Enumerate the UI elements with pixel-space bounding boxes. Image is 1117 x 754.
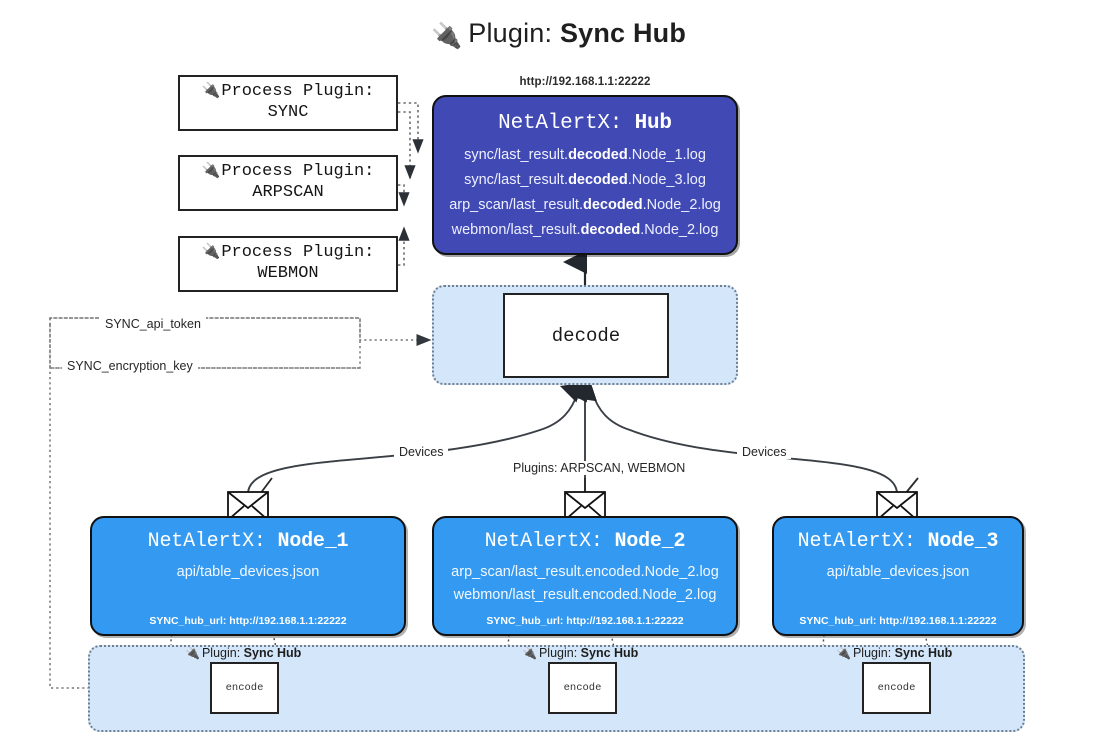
hub-url-label: http://192.168.1.1:22222 (519, 76, 651, 88)
wire-node3-to-decode (573, 381, 898, 495)
encoder-2-plugin-label: 🔌Plugin: Sync Hub (522, 646, 638, 660)
hub-log-post: .Node_2.log (642, 196, 721, 213)
node-2-lines: arp_scan/last_result.encoded.Node_2.log … (434, 561, 736, 607)
node-1-footer: SYNC_hub_url: http://192.168.1.1:22222 (149, 615, 347, 627)
encoder-1-plugin-label: 🔌Plugin: Sync Hub (185, 646, 301, 660)
hub-log-mid: decoded (568, 147, 628, 163)
process-plugin-arpscan[interactable]: 🔌Process Plugin: ARPSCAN (178, 155, 398, 211)
secret-label-encryption-key: SYNC_encryption_key (62, 359, 198, 373)
encoder-1-plugin-name: Sync Hub (243, 646, 302, 660)
encoder-3-plugin-prefix: Plugin: (852, 646, 892, 660)
node-2[interactable]: NetAlertX: Node_2 arp_scan/last_result.e… (432, 516, 738, 636)
encode-box-node2[interactable]: encode (548, 662, 617, 714)
hub-log-mid: decoded (580, 221, 641, 238)
node-1-title-prefix: NetAlertX: (147, 530, 266, 553)
plug-icon: 🔌 (185, 646, 200, 660)
node-2-title-prefix: NetAlertX: (484, 530, 603, 553)
node-3-footer: SYNC_hub_url: http://192.168.1.1:22222 (799, 615, 997, 627)
node-2-title-name: Node_2 (614, 530, 686, 553)
hub-title-name: Hub (634, 112, 672, 135)
encoder-3-plugin-name: Sync Hub (894, 646, 953, 660)
encoder-3-plugin-label: 🔌Plugin: Sync Hub (836, 646, 952, 660)
wire-secrets-box (49, 317, 361, 369)
process-plugin-webmon-name: WEBMON (257, 264, 319, 283)
wire-arpscan-to-log3 (398, 184, 410, 207)
wire-webmon-to-log4 (398, 226, 410, 266)
encode-box-node1[interactable]: encode (210, 662, 279, 714)
hub-log-row: webmon/last_result.decoded.Node_2.log (434, 218, 736, 243)
plug-icon: 🔌 (201, 162, 221, 180)
secret-label-api-token: SYNC_api_token (100, 317, 206, 331)
hub-log-pre: arp_scan/last_result. (449, 196, 583, 213)
hub-log-row: arp_scan/last_result.decoded.Node_2.log (434, 193, 736, 218)
hub-node[interactable]: NetAlertX: Hub sync/last_result.decoded.… (432, 95, 738, 255)
process-plugin-webmon-label: Process Plugin: (221, 243, 375, 263)
plug-icon: 🔌 (201, 243, 221, 261)
process-plugin-sync[interactable]: 🔌Process Plugin: SYNC (178, 75, 398, 131)
node-2-line: arp_scan/last_result.encoded.Node_2.log (451, 564, 719, 580)
plug-icon: 🔌 (522, 646, 537, 660)
process-plugin-sync-label: Process Plugin: (221, 82, 375, 102)
plug-icon: 🔌 (201, 82, 221, 100)
hub-log-list: sync/last_result.decoded.Node_1.log sync… (434, 143, 736, 243)
encoder-1-plugin-prefix: Plugin: (201, 646, 241, 660)
hub-log-post: .Node_1.log (627, 147, 706, 163)
node-3-title-prefix: NetAlertX: (797, 530, 916, 553)
hub-log-post: .Node_2.log (640, 221, 719, 238)
node-3-title: NetAlertX: Node_3 (774, 530, 1022, 553)
edge-label-devices-right: Devices (737, 445, 792, 459)
hub-log-pre: webmon/last_result. (451, 221, 581, 238)
wire-sync-to-log2 (398, 111, 416, 180)
edge-label-devices-left: Devices (394, 445, 449, 459)
hub-log-pre: sync/last_result. (464, 147, 569, 163)
encode-box-node3[interactable]: encode (862, 662, 931, 714)
edge-label-plugins-center: Plugins: ARPSCAN, WEBMON (508, 461, 691, 475)
hub-log-row: sync/last_result.decoded.Node_3.log (434, 168, 736, 193)
hub-log-pre: sync/last_result. (464, 171, 569, 188)
node-3-line: api/table_devices.json (826, 564, 970, 580)
node-1-lines: api/table_devices.json (92, 561, 404, 584)
page-title-prefix: Plugin: (468, 18, 553, 48)
node-3-lines: api/table_devices.json (774, 561, 1022, 584)
process-plugin-webmon[interactable]: 🔌Process Plugin: WEBMON (178, 236, 398, 292)
wire-sync-to-log1 (398, 102, 424, 154)
hub-title: NetAlertX: Hub (434, 112, 736, 135)
encoder-2-plugin-name: Sync Hub (580, 646, 639, 660)
node-1-title-name: Node_1 (277, 530, 349, 553)
node-1[interactable]: NetAlertX: Node_1 api/table_devices.json… (90, 516, 406, 636)
hub-title-prefix: NetAlertX: (498, 112, 623, 135)
plug-icon: 🔌 (430, 22, 463, 50)
node-1-line: api/table_devices.json (176, 564, 320, 580)
wire-node1-to-decode (247, 382, 584, 495)
page-title: 🔌Plugin: Sync Hub (0, 18, 1117, 51)
process-plugin-sync-name: SYNC (267, 103, 309, 122)
node-3[interactable]: NetAlertX: Node_3 api/table_devices.json… (772, 516, 1024, 636)
hub-log-mid: decoded (582, 196, 643, 213)
page-title-name: Sync Hub (559, 18, 687, 48)
node-1-title: NetAlertX: Node_1 (92, 530, 404, 553)
plug-icon: 🔌 (836, 646, 851, 660)
node-2-footer: SYNC_hub_url: http://192.168.1.1:22222 (486, 615, 684, 627)
hub-log-row: sync/last_result.decoded.Node_1.log (434, 143, 736, 168)
process-plugin-arpscan-label: Process Plugin: (221, 162, 375, 182)
node-2-line: webmon/last_result.encoded.Node_2.log (453, 587, 717, 604)
hub-log-post: .Node_3.log (627, 171, 706, 188)
encoder-2-plugin-prefix: Plugin: (538, 646, 578, 660)
node-2-title: NetAlertX: Node_2 (434, 530, 736, 553)
node-3-title-name: Node_3 (927, 530, 999, 553)
decode-box[interactable]: decode (503, 293, 669, 378)
hub-log-mid: decoded (568, 171, 628, 188)
process-plugin-arpscan-name: ARPSCAN (252, 183, 324, 202)
